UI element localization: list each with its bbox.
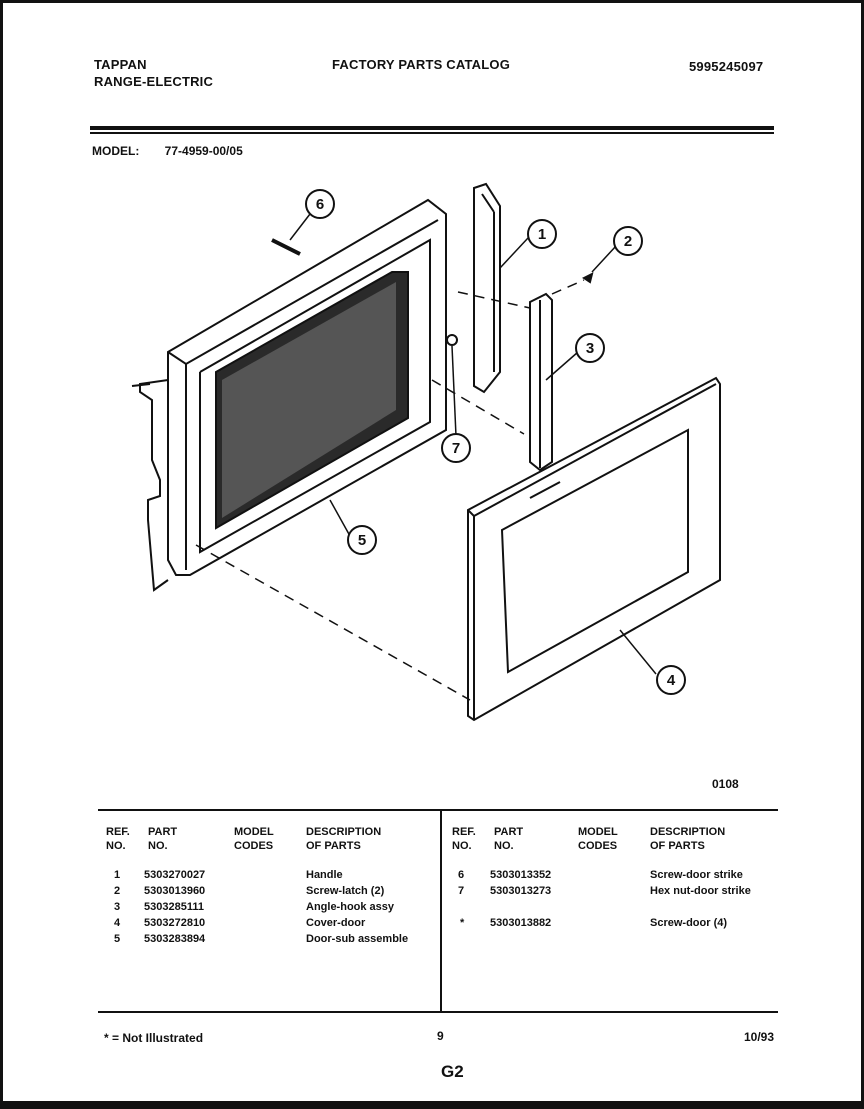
header-desc-right: DESCRIPTION OF PARTS — [650, 826, 726, 852]
header-desc-left: DESCRIPTION OF PARTS — [306, 826, 382, 852]
brand-name: TAPPAN — [94, 57, 147, 72]
row-part: 5303270027 — [144, 869, 206, 881]
exploded-door-diagram: 1 2 3 4 5 6 7 — [131, 182, 721, 722]
section-code: G2 — [441, 1062, 464, 1081]
row-part: 5303013352 — [490, 869, 552, 881]
row-part: 5303013882 — [490, 917, 552, 929]
catalog-number: 5995245097 — [689, 59, 764, 74]
callout-6: 6 — [316, 196, 324, 213]
row-desc: Cover-door — [306, 917, 366, 929]
revision-date: 10/93 — [744, 1030, 775, 1044]
callout-1: 1 — [538, 226, 546, 243]
screw-door-strike — [271, 238, 301, 256]
page-number: 9 — [437, 1029, 444, 1043]
header-part-left: PART NO. — [148, 826, 178, 852]
header-part-right: PART NO. — [494, 826, 524, 852]
row-desc: Screw-latch (2) — [306, 885, 385, 897]
header-codes-right: MODEL CODES — [578, 826, 618, 852]
brand-block: TAPPAN RANGE-ELECTRIC — [94, 56, 213, 90]
row-part: 5303013273 — [490, 885, 552, 897]
row-desc: Handle — [306, 869, 343, 881]
parts-table: REF. NO. PART NO. MODEL CODES DESCRIPTIO… — [98, 809, 778, 1013]
callout-3: 3 — [586, 340, 594, 357]
row-ref: 4 — [114, 917, 121, 929]
model-line: MODEL: 77-4959-00/05 — [92, 144, 243, 158]
row-part: 5303283894 — [144, 933, 206, 945]
row-desc: Angle-hook assy — [306, 901, 395, 913]
callout-7: 7 — [452, 440, 460, 457]
header-rule-thin — [90, 132, 774, 134]
hex-nut — [446, 334, 458, 346]
row-desc: Door-sub assemble — [306, 933, 409, 945]
model-label: MODEL: — [92, 144, 140, 158]
table-divider — [440, 811, 442, 1011]
callout-4: 4 — [667, 672, 676, 689]
header-codes-left: MODEL CODES — [234, 826, 274, 852]
row-ref: 2 — [114, 885, 121, 897]
row-desc: Screw-door (4) — [650, 917, 728, 929]
model-number: 77-4959-00/05 — [164, 144, 243, 158]
callout-2: 2 — [624, 233, 632, 250]
callout-5: 5 — [358, 532, 366, 549]
row-part: 5303285111 — [144, 901, 204, 913]
catalog-title: FACTORY PARTS CATALOG — [332, 57, 511, 72]
row-part: 5303013960 — [144, 885, 206, 897]
header-ref-left: REF. NO. — [106, 826, 130, 852]
row-desc: Screw-door strike — [650, 869, 743, 881]
header-ref-right: REF. NO. — [452, 826, 476, 852]
left-hinge-bracket — [139, 379, 169, 592]
product-line: RANGE-ELECTRIC — [94, 74, 214, 89]
row-desc: Hex nut-door strike — [650, 885, 751, 897]
row-part: 5303272810 — [144, 917, 206, 929]
row-ref: 1 — [114, 869, 121, 881]
bottom-border — [0, 1101, 864, 1109]
row-ref: 6 — [458, 869, 465, 881]
row-ref: * — [460, 917, 465, 929]
row-ref: 7 — [458, 885, 465, 897]
row-ref: 5 — [114, 933, 121, 945]
drawing-number: 0108 — [712, 777, 739, 791]
handle — [473, 182, 501, 394]
header-rule — [90, 126, 774, 130]
cover-door — [467, 376, 721, 722]
footnote: * = Not Illustrated — [104, 1031, 204, 1045]
row-ref: 3 — [114, 901, 121, 913]
screw-latch — [582, 272, 594, 284]
